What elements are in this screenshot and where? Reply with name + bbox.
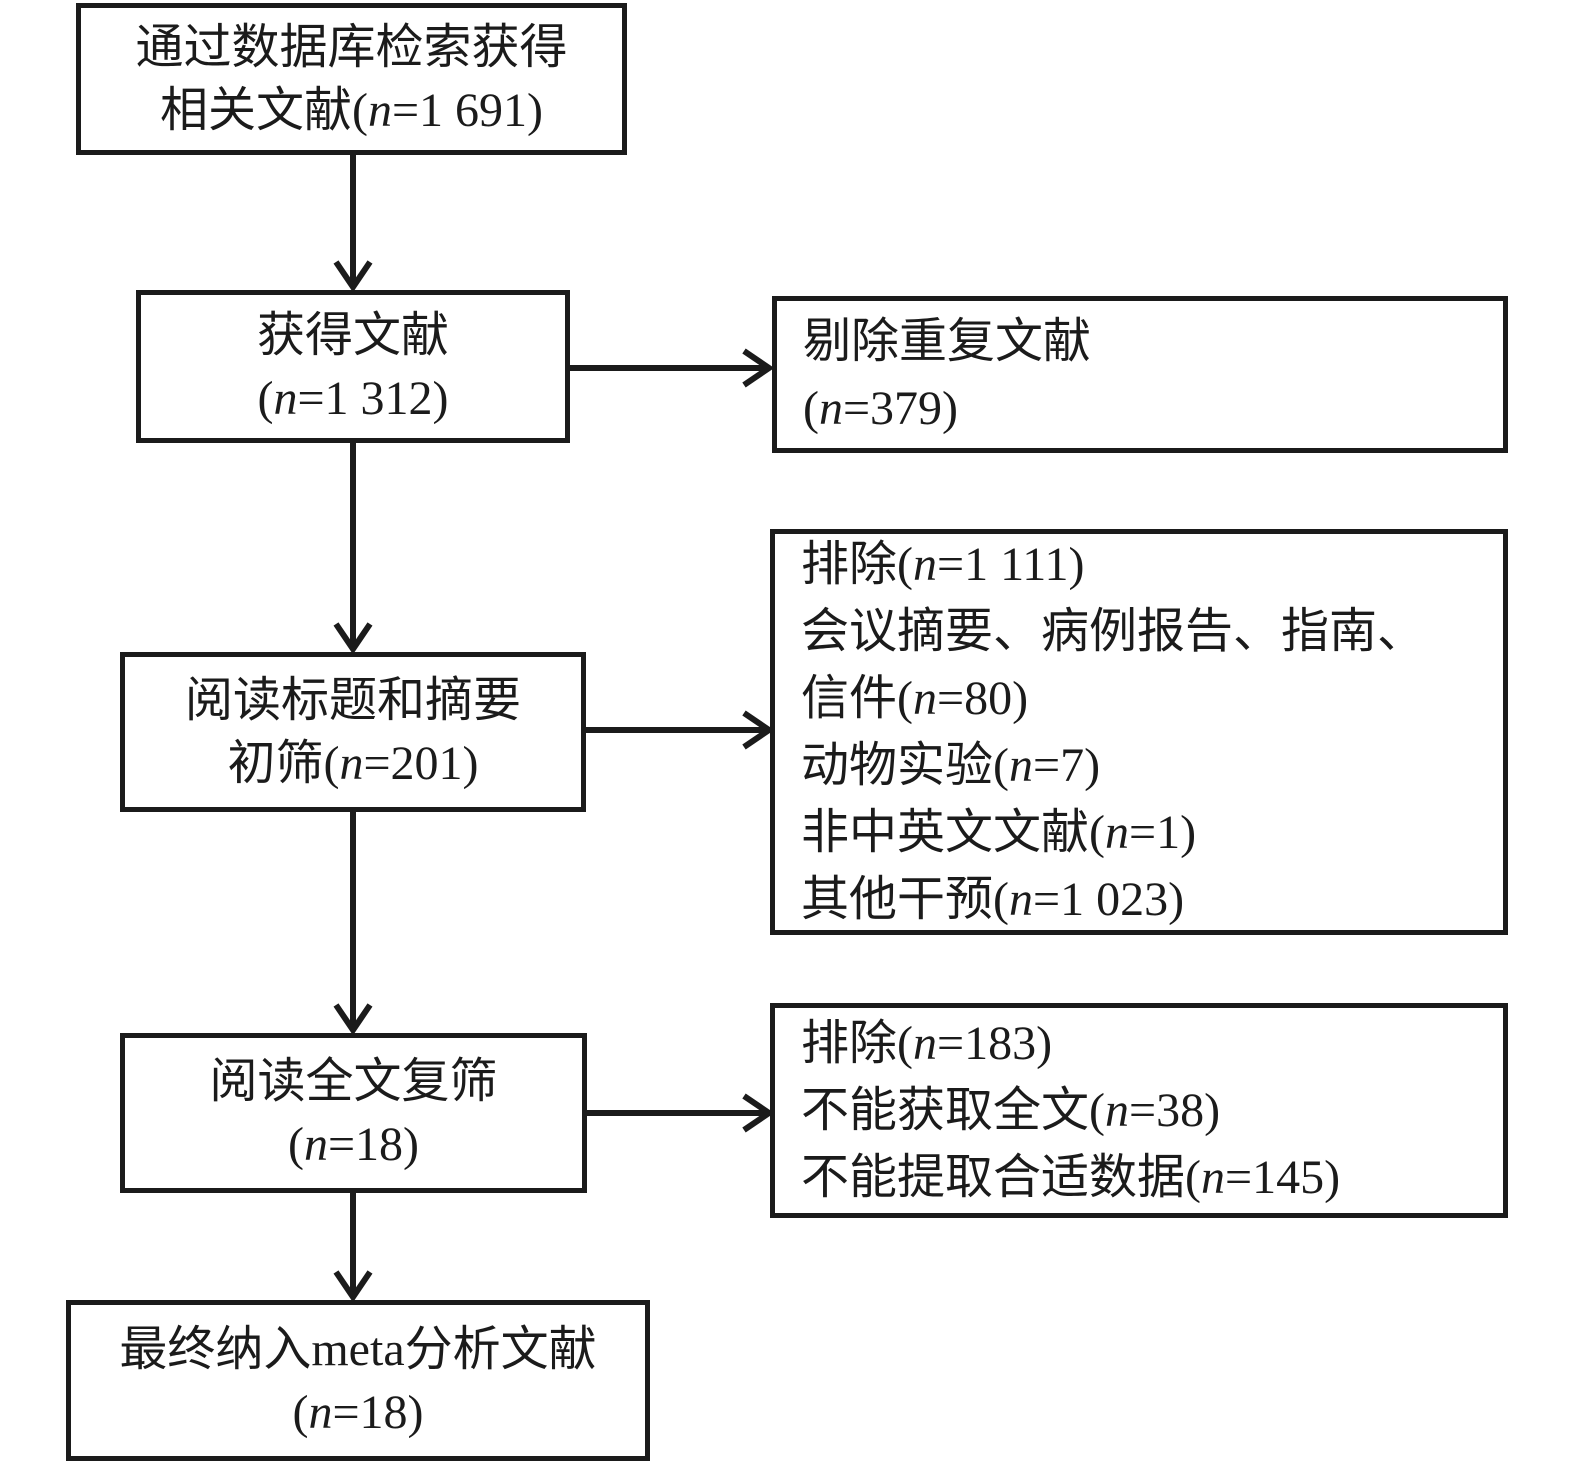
box-excluded-initial-line-5: 非中英文文献(n=1) <box>801 806 1197 859</box>
box-records-retrieved-line-2: (n=1 312) <box>257 371 449 425</box>
box-excluded-initial-line-1: 排除(n=1 111) <box>801 538 1085 591</box>
box-records-retrieved: 获得文献 (n=1 312) <box>136 290 570 443</box>
box-excluded-fulltext-line-3: 不能提取合适数据(n=145) <box>801 1151 1341 1204</box>
box-duplicates-removed-line-1: 剔除重复文献 <box>803 314 1092 368</box>
box-fulltext-screen: 阅读全文复筛 (n=18) <box>120 1033 587 1193</box>
box-final-included-line-2: (n=18) <box>292 1385 424 1439</box>
box-excluded-initial-line-3: 信件(n=80) <box>801 672 1029 725</box>
box-database-search-line-2: 相关文献(n=1 691) <box>159 84 544 137</box>
box-excluded-fulltext: 排除(n=183) 不能获取全文(n=38) 不能提取合适数据(n=145) <box>770 1003 1508 1218</box>
box-excluded-initial-line-2: 会议摘要、病例报告、指南、 <box>801 605 1426 658</box>
box-database-search: 通过数据库检索获得 相关文献(n=1 691) <box>76 3 627 155</box>
arrow-retrieved-to-duplicates <box>570 348 775 388</box>
arrow-screen1-to-screen2 <box>333 812 373 1036</box>
box-excluded-initial: 排除(n=1 111) 会议摘要、病例报告、指南、 信件(n=80) 动物实验(… <box>770 529 1508 935</box>
box-fulltext-screen-line-2: (n=18) <box>287 1118 420 1171</box>
box-excluded-initial-line-6: 其他干预(n=1 023) <box>801 873 1185 926</box>
arrow-search-to-retrieved <box>333 155 373 293</box>
arrow-screen2-to-excluded-fulltext <box>587 1093 775 1133</box>
box-excluded-fulltext-line-2: 不能获取全文(n=38) <box>801 1084 1221 1137</box>
box-database-search-line-1: 通过数据库检索获得 <box>135 21 568 74</box>
arrow-retrieved-to-screen1 <box>333 443 373 655</box>
box-title-abstract-screen-line-2: 初筛(n=201) <box>227 737 479 790</box>
box-records-retrieved-line-1: 获得文献 <box>256 308 449 362</box>
box-final-included-line-1: 最终纳入meta分析文献 <box>119 1322 597 1376</box>
box-duplicates-removed: 剔除重复文献 (n=379) <box>772 296 1508 453</box>
box-title-abstract-screen: 阅读标题和摘要 初筛(n=201) <box>120 652 586 812</box>
box-excluded-initial-line-4: 动物实验(n=7) <box>801 739 1101 792</box>
box-excluded-fulltext-line-1: 排除(n=183) <box>801 1017 1053 1070</box>
box-final-included: 最终纳入meta分析文献 (n=18) <box>66 1300 650 1461</box>
box-duplicates-removed-line-2: (n=379) <box>803 381 959 435</box>
arrow-screen2-to-final <box>333 1193 373 1303</box>
box-title-abstract-screen-line-1: 阅读标题和摘要 <box>184 674 521 727</box>
box-fulltext-screen-line-1: 阅读全文复筛 <box>209 1055 498 1108</box>
arrow-screen1-to-excluded-initial <box>586 710 775 750</box>
